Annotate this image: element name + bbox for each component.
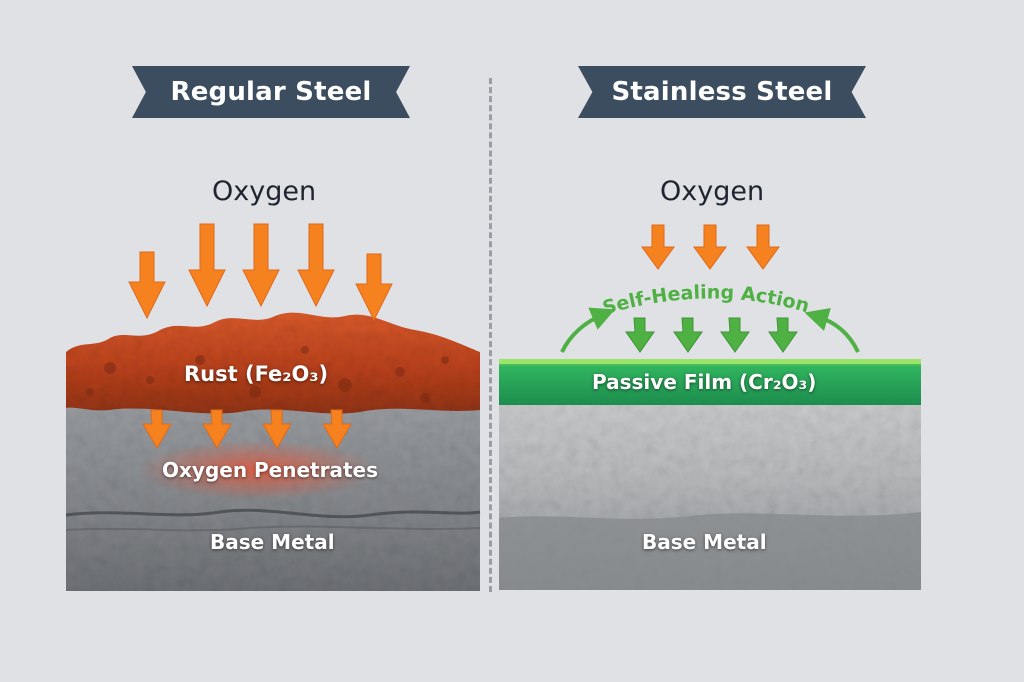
oxygen-arrow bbox=[188, 223, 226, 308]
right-base-metal bbox=[499, 402, 921, 590]
rust-layer bbox=[66, 312, 480, 414]
healing-arrow bbox=[625, 317, 655, 353]
right-title: Stainless Steel bbox=[611, 77, 833, 107]
right-base-metal-label: Base Metal bbox=[642, 530, 767, 554]
penetrating-arrow bbox=[262, 409, 292, 449]
penetrating-arrows bbox=[142, 409, 352, 449]
healing-curve-left bbox=[560, 307, 616, 353]
panel-divider bbox=[489, 78, 492, 592]
oxygen-arrow bbox=[355, 253, 393, 322]
healing-curve-right bbox=[804, 307, 860, 353]
penetrating-arrow bbox=[202, 409, 232, 449]
penetrating-arrow bbox=[142, 409, 172, 449]
oxygen-arrow bbox=[746, 224, 780, 270]
rust-pits bbox=[86, 346, 449, 403]
oxygen-arrow bbox=[297, 223, 335, 308]
passive-film-layer bbox=[499, 359, 921, 405]
right-oxygen-arrows bbox=[641, 224, 780, 270]
healing-arrow bbox=[673, 317, 703, 353]
left-title: Regular Steel bbox=[170, 77, 372, 107]
self-healing-label: Self-Healing Action bbox=[600, 281, 812, 319]
rust-label: Rust (Fe₂O₃) bbox=[184, 362, 329, 386]
right-oxygen-label: Oxygen bbox=[660, 176, 765, 207]
oxygen-arrow bbox=[242, 223, 280, 308]
healing-arrows bbox=[625, 317, 798, 353]
left-oxygen-arrows bbox=[128, 223, 393, 322]
oxygen-arrow bbox=[128, 251, 166, 320]
oxygen-penetrates-label: Oxygen Penetrates bbox=[162, 458, 378, 482]
right-title-ribbon: Stainless Steel bbox=[578, 66, 866, 118]
passive-film-label: Passive Film (Cr₂O₃) bbox=[592, 370, 817, 394]
left-oxygen-label: Oxygen bbox=[212, 176, 317, 207]
penetration-glow bbox=[138, 440, 378, 500]
oxygen-arrow bbox=[693, 224, 727, 270]
oxygen-arrow bbox=[641, 224, 675, 270]
penetrating-arrow bbox=[322, 409, 352, 449]
left-title-ribbon: Regular Steel bbox=[132, 66, 410, 118]
left-base-metal-label: Base Metal bbox=[210, 530, 335, 554]
healing-arrow bbox=[768, 317, 798, 353]
healing-arrow bbox=[720, 317, 750, 353]
